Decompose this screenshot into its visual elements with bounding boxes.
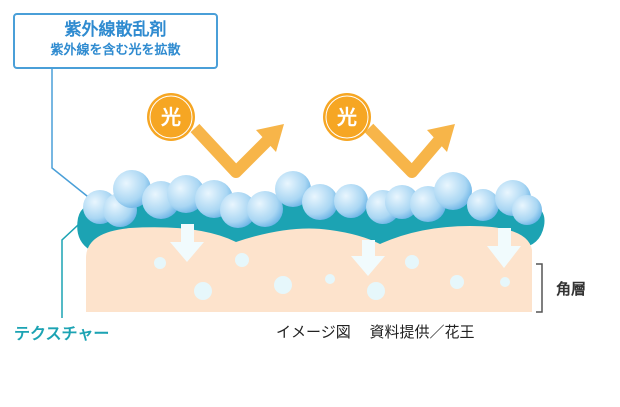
callout-box: 紫外線散乱剤 紫外線を含む光を拡散 [13, 13, 218, 69]
texture-label: テクスチャー [14, 324, 110, 343]
stratum-corneum-label: 角層 [556, 280, 587, 298]
callout-subtitle: 紫外線を含む光を拡散 [50, 43, 181, 58]
scattering-particles [83, 170, 542, 228]
skin-dots [154, 253, 510, 300]
down-arrow-icon [170, 224, 521, 276]
callout-leader-line [51, 69, 93, 201]
reflect-arrowhead-icon [256, 124, 455, 152]
source-credit: 資料提供／花王 [369, 323, 475, 341]
reflect-arrow-icon [190, 123, 446, 178]
sun-label: 光 [160, 105, 181, 129]
sun-icon: 光 [323, 93, 371, 141]
sun-label: 光 [336, 105, 357, 129]
sun-icon: 光 [147, 93, 195, 141]
stratum-corneum [86, 226, 532, 312]
image-note: イメージ図 [276, 323, 351, 341]
caption: イメージ図 資料提供／花王 [276, 321, 475, 342]
callout-title: 紫外線散乱剤 [64, 20, 167, 40]
bracket-icon [536, 263, 543, 313]
